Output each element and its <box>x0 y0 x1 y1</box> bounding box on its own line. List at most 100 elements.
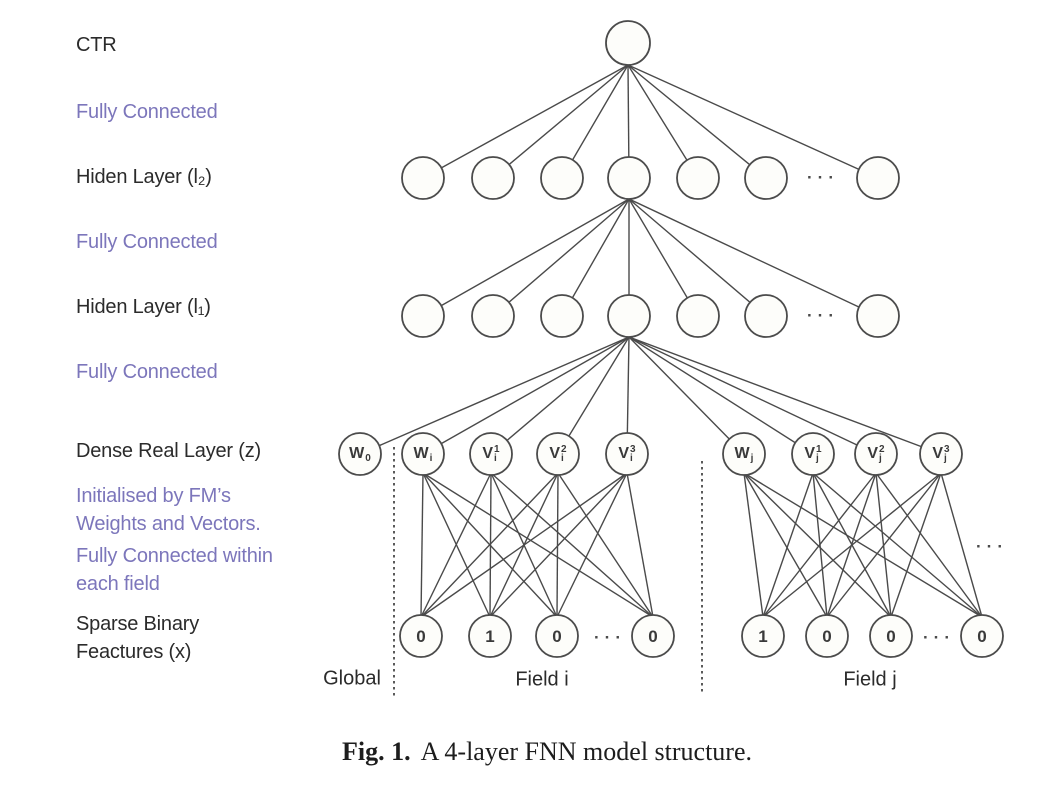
dense-label-scripts: 0 <box>365 445 371 464</box>
sparse-node-value: 0 <box>822 627 832 646</box>
dense-layer-node <box>605 432 649 476</box>
hidden2-node <box>676 156 720 200</box>
dense-label-sub: i <box>630 453 633 464</box>
hidden2-node <box>856 156 900 200</box>
hidden1-node <box>744 294 788 338</box>
connection-edge <box>561 198 630 317</box>
dense-label-scripts: j <box>750 445 754 464</box>
dense-label-base: W <box>413 445 429 462</box>
dense-label-scripts: i <box>430 445 433 464</box>
connection-edge <box>557 336 630 455</box>
field-connection-edge <box>420 472 424 618</box>
dense-label-sub: j <box>750 453 754 464</box>
field-connection-edge <box>626 472 654 618</box>
field-connection-edge <box>557 472 654 618</box>
layer-annotation-line: Fully Connected <box>76 231 218 253</box>
field-connection-edge <box>743 472 983 618</box>
dense-label-base: V <box>618 445 630 462</box>
dense-layer-node <box>791 432 835 476</box>
dense-label-sup: 1 <box>494 444 500 455</box>
hidden1-node <box>540 294 584 338</box>
hidden1-node <box>471 294 515 338</box>
layer-annotation-line: Feactures (x) <box>76 641 192 663</box>
layer-annotation-line: Sparse Binary <box>76 613 200 635</box>
connection-edge <box>628 198 699 317</box>
layer-annotation-line: CTR <box>76 34 117 56</box>
connection-edge <box>628 336 745 455</box>
connection-edge <box>628 336 942 455</box>
layer-annotation-line: Fully Connected <box>76 361 218 383</box>
hidden1-node <box>401 294 445 338</box>
figure-caption-label: Fig. 1. <box>341 737 411 766</box>
connection-edge <box>628 198 879 317</box>
connection-edge <box>628 336 814 455</box>
ellipsis-mark: ··· <box>594 628 626 647</box>
dense-label-sup: 3 <box>944 444 950 455</box>
connection-edge <box>492 64 629 179</box>
dense-label-sub: i <box>494 453 497 464</box>
dense-layer-node <box>401 432 445 476</box>
ellipsis-mark: ··· <box>976 537 1008 556</box>
dense-label-base: V <box>804 445 816 462</box>
hidden2-node <box>540 156 584 200</box>
connection-edge <box>422 198 630 317</box>
layer-annotation-line: Dense Real Layer (z) <box>76 440 261 462</box>
ellipsis-mark: ··· <box>807 306 839 325</box>
sparse-feature-node <box>805 614 849 658</box>
dense-label-base: V <box>549 445 561 462</box>
dense-layer-node <box>338 432 382 476</box>
sparse-feature-node <box>535 614 579 658</box>
dense-label-sub: j <box>879 453 882 464</box>
connection-edge <box>422 64 629 179</box>
dense-label-base: W <box>349 445 365 462</box>
dense-layer-node <box>919 432 963 476</box>
ellipsis-mark: ··· <box>923 628 955 647</box>
field-connection-edge <box>890 472 942 618</box>
layer-annotation-line: Weights and Vectors. <box>76 513 261 535</box>
dense-layer-node <box>854 432 898 476</box>
layer-annotation-line: Initialised by FM’s <box>76 485 231 507</box>
field-connection-edge <box>826 472 942 618</box>
field-connection-edge <box>743 472 892 618</box>
layer-annotation: Fully Connected <box>76 98 218 126</box>
dense-label-sub: j <box>816 453 819 464</box>
dense-layer-node <box>469 432 513 476</box>
sparse-node-value: 0 <box>416 627 426 646</box>
hidden2-node <box>471 156 515 200</box>
field-connection-edge <box>556 472 559 618</box>
layer-annotation: Dense Real Layer (z) <box>76 437 261 465</box>
hidden1-node <box>676 294 720 338</box>
dense-label-sub: 0 <box>365 453 371 464</box>
sparse-node-value: 0 <box>886 627 896 646</box>
field-connection-edge <box>422 472 654 618</box>
layer-annotation: Fully Connected <box>76 358 218 386</box>
connection-edge <box>627 64 879 179</box>
field-connection-edge <box>812 472 983 618</box>
figure-caption: Fig. 1.A 4-layer FNN model structure. <box>342 737 752 767</box>
layer-annotation: Fully Connected <box>76 228 218 256</box>
field-connection-edge <box>875 472 983 618</box>
layer-annotation: CTR <box>76 31 117 59</box>
sparse-node-value: 1 <box>758 627 768 646</box>
field-connection-edge <box>556 472 628 618</box>
field-connection-edge <box>762 472 942 618</box>
connection-edge <box>359 336 630 455</box>
sparse-node-value: 0 <box>648 627 658 646</box>
dense-label-base: V <box>867 445 879 462</box>
connection-edge <box>628 336 877 455</box>
layer-annotation-line: Fully Connected <box>76 101 218 123</box>
layer-annotation-line: each field <box>76 573 160 595</box>
dense-layer-node <box>722 432 766 476</box>
dense-label-sup: 3 <box>630 444 636 455</box>
